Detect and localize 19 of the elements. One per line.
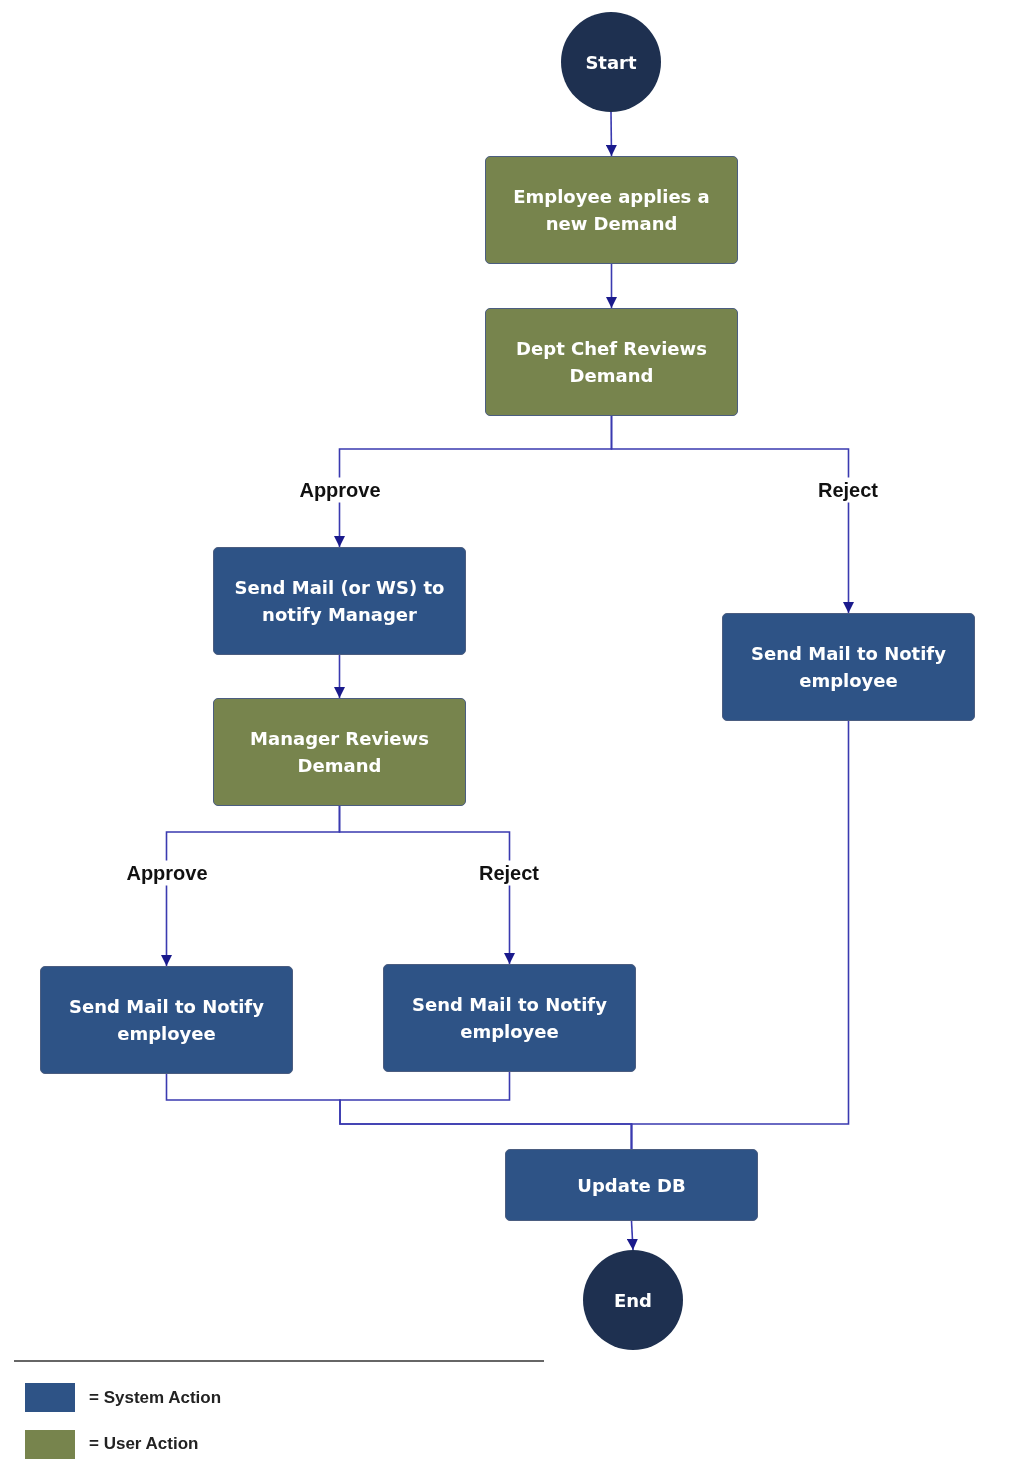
system-action-box: Send Mail to Notify employee [722,613,975,721]
terminal-circle: End [583,1250,683,1350]
system-action-box: Send Mail (or WS) to notify Manager [213,547,466,655]
system-action-box: Update DB [505,1149,758,1221]
connector-line [630,720,850,1150]
arrow [626,1220,638,1251]
arrow [338,805,516,965]
legend-label: = User Action [89,1434,199,1454]
legend-label: = System Action [89,1388,222,1408]
arrow [605,263,618,309]
arrow [333,654,346,699]
arrow [610,415,855,614]
system-action-box: Send Mail to Notify employee [383,964,636,1072]
user-action-box: Manager Reviews Demand [213,698,466,806]
user-action-box: Employee applies a new Demand [485,156,738,264]
system-action-box: Send Mail to Notify employee [40,966,293,1074]
user-action-box: Dept Chef Reviews Demand [485,308,738,416]
arrow [605,111,617,157]
terminal-circle: Start [561,12,661,112]
